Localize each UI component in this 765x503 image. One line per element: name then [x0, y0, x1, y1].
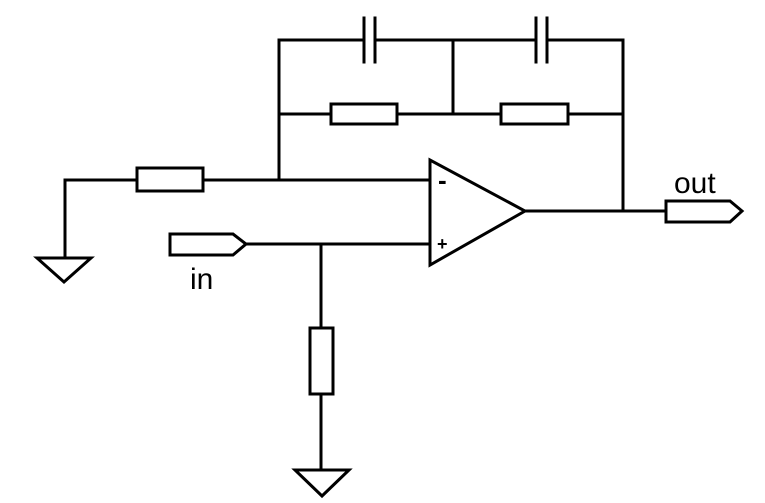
output-label: out [674, 167, 716, 200]
resistor-ground-2 [308, 326, 335, 396]
opamp: - + [428, 157, 529, 268]
resistor-feedback-2 [499, 102, 570, 126]
noninverting-input-path: in [168, 232, 432, 499]
output-port-out[interactable] [664, 199, 745, 224]
ground-symbol-2 [291, 468, 353, 499]
opamp-triangle [428, 157, 529, 268]
capacitor-1 [362, 16, 377, 64]
opamp-noninverting-sign: + [437, 234, 448, 254]
feedback-network [277, 16, 625, 213]
output-path: out [523, 167, 745, 224]
inverting-input-path [33, 166, 432, 285]
input-label: in [190, 263, 213, 296]
capacitor-2 [534, 16, 549, 64]
resistor-ground-1 [135, 166, 205, 193]
input-port-in[interactable] [168, 232, 249, 257]
opamp-inverting-sign: - [438, 165, 447, 195]
ground-symbol-1 [33, 256, 95, 285]
resistor-feedback-1 [329, 102, 399, 126]
